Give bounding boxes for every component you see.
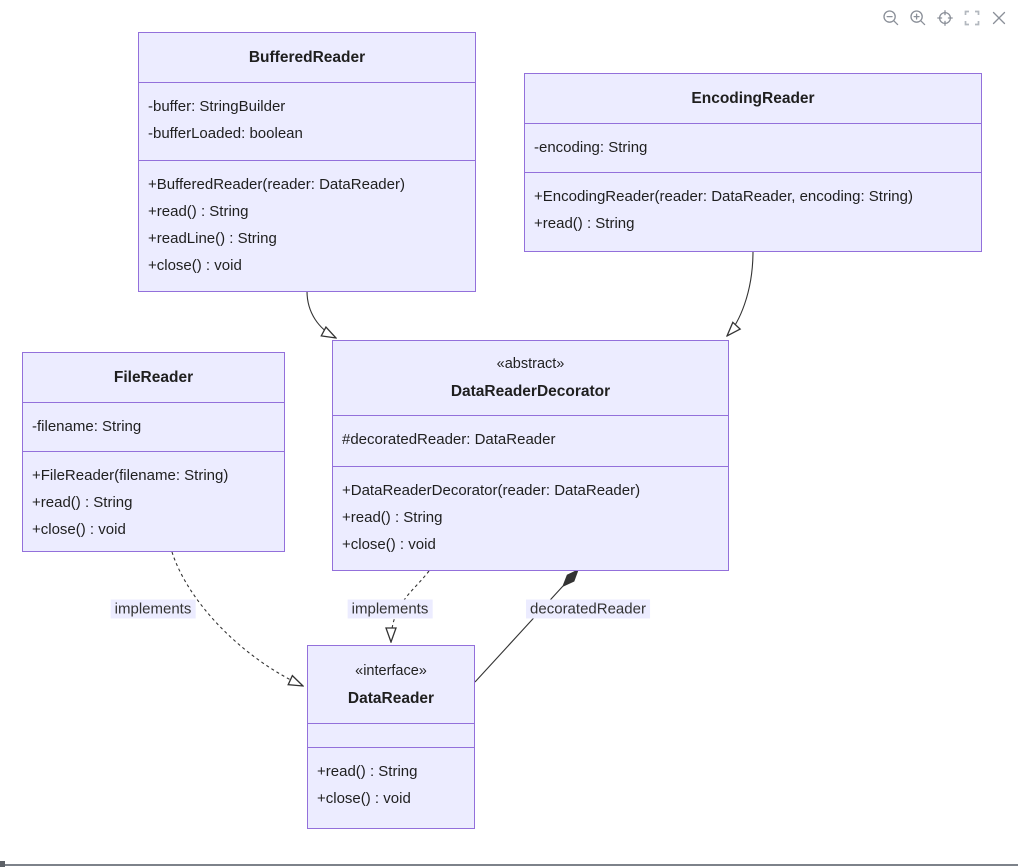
reset-view-icon	[936, 9, 953, 26]
class-name: EncodingReader	[691, 90, 815, 107]
class-title: FileReader	[23, 353, 284, 403]
method: +close() : void	[148, 257, 242, 274]
class-datareader: «interface» DataReader +read() : String …	[307, 645, 475, 829]
methods-section: +DataReaderDecorator(reader: DataReader)…	[333, 467, 728, 570]
attributes-section: -filename: String	[23, 403, 284, 452]
fullscreen-button[interactable]	[962, 8, 981, 27]
method: +FileReader(filename: String)	[32, 467, 229, 484]
close-icon	[992, 11, 1005, 24]
method: +read() : String	[148, 203, 249, 220]
method: +readLine() : String	[148, 230, 277, 247]
class-stereotype: «abstract»	[496, 356, 565, 372]
method: +read() : String	[317, 763, 418, 780]
reset-view-button[interactable]	[935, 8, 954, 27]
class-name: DataReaderDecorator	[450, 383, 611, 400]
methods-section: +BufferedReader(reader: DataReader) +rea…	[139, 161, 475, 291]
attribute: -encoding: String	[534, 139, 648, 156]
attributes-section: -encoding: String	[525, 124, 981, 173]
class-title: «abstract» DataReaderDecorator	[333, 341, 728, 416]
attribute: -filename: String	[32, 418, 142, 435]
bottom-scrollbar-nub	[0, 861, 5, 867]
class-title: «interface» DataReader	[308, 646, 474, 724]
method: +BufferedReader(reader: DataReader)	[148, 176, 405, 193]
edge-label-decorator-implements: implements	[347, 599, 433, 619]
method: +read() : String	[32, 494, 133, 511]
method: +DataReaderDecorator(reader: DataReader)	[342, 482, 641, 499]
class-name: FileReader	[113, 369, 194, 386]
method: +close() : void	[317, 790, 411, 807]
methods-section: +EncodingReader(reader: DataReader, enco…	[525, 173, 981, 251]
method: +read() : String	[534, 215, 635, 232]
class-name: BufferedReader	[248, 49, 366, 66]
composition-diamond-icon	[562, 569, 579, 588]
method: +read() : String	[342, 509, 443, 526]
class-name: DataReader	[347, 689, 435, 707]
edge-label-filereader-implements: implements	[110, 599, 196, 619]
class-bufferedreader: BufferedReader -buffer: StringBuilder -b…	[138, 32, 476, 292]
class-title: BufferedReader	[139, 33, 475, 83]
method: +EncodingReader(reader: DataReader, enco…	[534, 188, 913, 205]
attribute: -bufferLoaded: boolean	[148, 125, 303, 142]
methods-section: +read() : String +close() : void	[308, 748, 474, 828]
attributes-section	[308, 724, 474, 748]
edge-bufferedreader-extension	[306, 290, 336, 338]
attribute: -buffer: StringBuilder	[148, 98, 286, 115]
zoom-out-icon	[882, 9, 898, 25]
attribute: #decoratedReader: DataReader	[342, 431, 556, 448]
edge-filereader-realization	[171, 551, 303, 686]
class-datareaderdecorator: «abstract» DataReaderDecorator #decorate…	[332, 340, 729, 571]
class-filereader: FileReader -filename: String +FileReader…	[22, 352, 285, 552]
bottom-scrollbar[interactable]	[0, 864, 1018, 866]
zoom-in-button[interactable]	[908, 8, 927, 27]
method: +close() : void	[342, 536, 436, 553]
attributes-section: -buffer: StringBuilder -bufferLoaded: bo…	[139, 83, 475, 161]
zoom-out-button[interactable]	[881, 8, 900, 27]
edge-label-decoratedreader: decoratedReader	[526, 599, 650, 619]
class-title: EncodingReader	[525, 74, 981, 124]
edge-encodingreader-extension	[727, 250, 754, 336]
zoom-in-icon	[909, 9, 925, 25]
attributes-section: #decoratedReader: DataReader	[333, 416, 728, 467]
panzoom-toolbar	[881, 8, 1008, 27]
class-encodingreader: EncodingReader -encoding: String +Encodi…	[524, 73, 982, 252]
method: +close() : void	[32, 521, 126, 538]
class-stereotype: «interface»	[355, 662, 427, 679]
close-button[interactable]	[989, 8, 1008, 27]
methods-section: +FileReader(filename: String) +read() : …	[23, 452, 284, 551]
fullscreen-icon	[964, 10, 979, 25]
